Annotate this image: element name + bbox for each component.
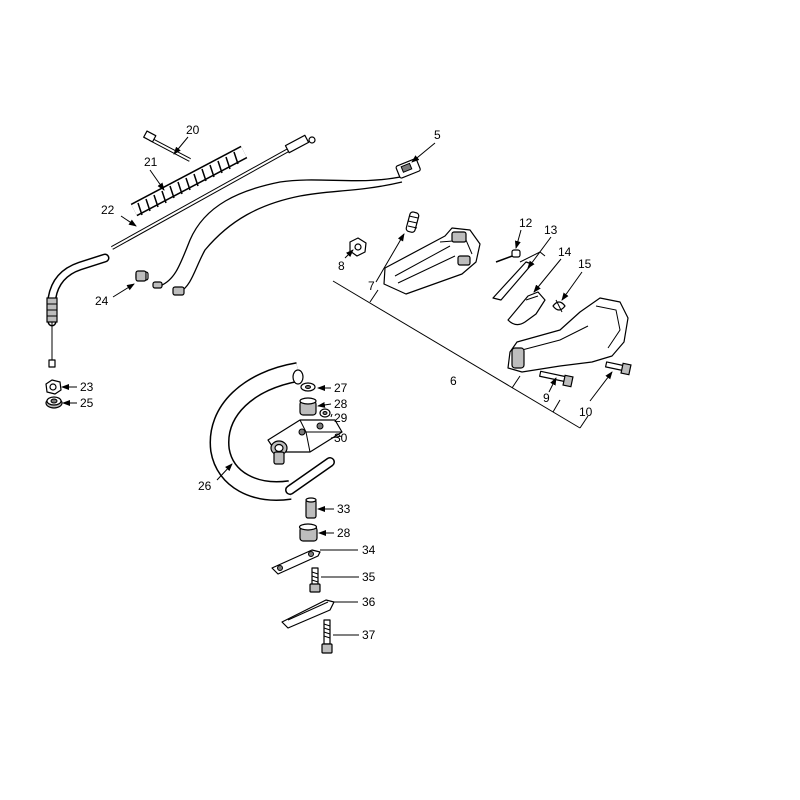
callout-15: 15 xyxy=(578,257,592,271)
callout-12: 12 xyxy=(519,216,533,230)
callout-8: 8 xyxy=(338,259,345,273)
callout-5: 5 xyxy=(434,128,441,142)
bolt-24 xyxy=(135,270,147,282)
callout-27: 27 xyxy=(334,381,348,395)
callout-34: 34 xyxy=(362,543,376,557)
callout-28: 28 xyxy=(334,397,348,411)
callout-30: 30 xyxy=(334,431,348,445)
callout-20: 20 xyxy=(186,123,200,137)
callout-10: 10 xyxy=(579,405,593,419)
leader-lines xyxy=(61,136,613,636)
callout-26: 26 xyxy=(198,479,212,493)
cable-tie-20 xyxy=(143,130,191,162)
callout-14: 14 xyxy=(558,245,572,259)
callout-37: 37 xyxy=(362,628,376,642)
spring-21 xyxy=(130,145,248,217)
loop-handle-assembly xyxy=(209,362,343,654)
callout-6: 6 xyxy=(450,374,457,388)
callout-9: 9 xyxy=(543,391,550,405)
callout-25: 25 xyxy=(80,396,94,410)
throttle-cable-assembly xyxy=(46,130,316,368)
callout-35: 35 xyxy=(362,570,376,584)
callout-23: 23 xyxy=(80,380,94,394)
callout-7: 7 xyxy=(368,279,375,293)
callout-labels: 5 6 7 8 9 10 12 13 14 15 20 21 22 23 24 … xyxy=(80,123,593,642)
callout-36: 36 xyxy=(362,595,376,609)
nuts-23-25 xyxy=(45,379,63,409)
callout-22: 22 xyxy=(101,203,115,217)
callout-33: 33 xyxy=(337,502,351,516)
callout-21: 21 xyxy=(144,155,158,169)
callout-28b: 28 xyxy=(337,526,351,540)
callout-29: 29 xyxy=(334,411,348,425)
handle-assembly xyxy=(135,211,632,429)
callout-13: 13 xyxy=(544,223,558,237)
callout-24: 24 xyxy=(95,294,109,308)
